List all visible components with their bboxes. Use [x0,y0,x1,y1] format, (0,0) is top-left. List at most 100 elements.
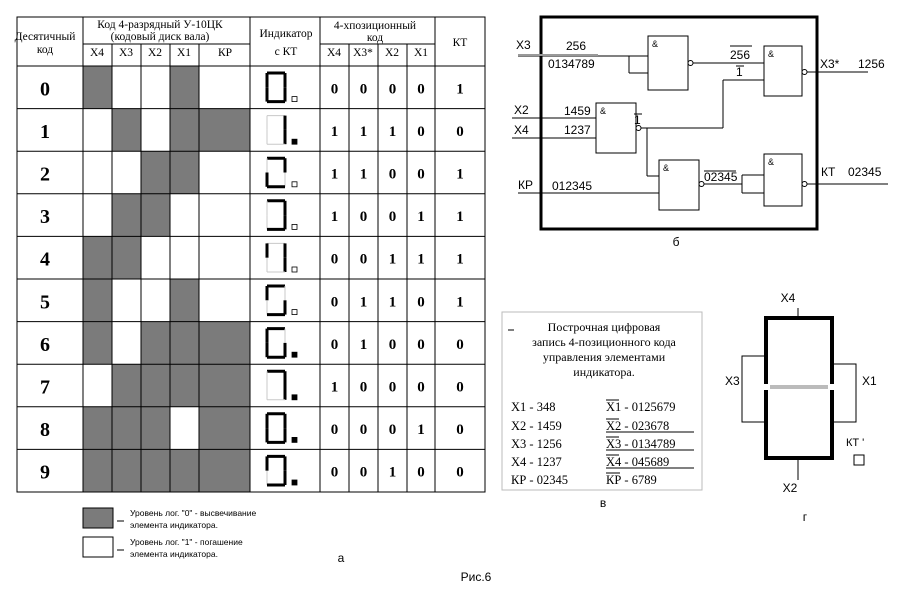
shaded-cell [199,449,250,492]
shaded-cell [141,321,170,365]
indicator-glyph [265,71,298,104]
wire-label-256: 256 [730,48,750,62]
caption-a: а [338,551,345,565]
legend-dark-swatch [82,507,114,529]
indicator-glyph [266,115,298,145]
pos-code-value: 0 [360,465,368,481]
pos-code-value: 0 [360,422,368,438]
shaded-cell [141,406,170,450]
pos-code-value: 0 [360,209,368,225]
header-pos-x4: X4 [327,47,341,59]
legend-dark-line-2: элемента индикатора. [130,520,218,530]
and-gate-3: & [658,159,705,211]
decimal-digit: 2 [40,164,50,186]
shaded-cell [83,279,112,322]
indicator-glyph [266,199,298,231]
logic-circuit: & & & & & X3 256 0134789 X2 1459 [512,15,888,231]
decimal-digit: 1 [40,121,50,143]
output-x3s-label: X3* [820,57,840,71]
indicator-glyph [265,156,298,189]
pos-code-value: 0 [417,124,425,140]
notation-title-2: запись 4-позиционного кода [532,335,676,349]
pos-code-value: 0 [331,294,339,310]
pos-code-value: 1 [360,294,368,310]
notation-right-item: X4 - 045689 [606,455,669,469]
kt-value: 0 [456,422,464,438]
header-code-x4: X4 [90,47,104,59]
pos-code-value: 1 [360,337,368,353]
pos-code-value: 1 [389,465,397,481]
kt-value: 1 [456,294,464,310]
shaded-cell [170,449,199,492]
gate-symbol: & [768,49,774,59]
pos-code-value: 0 [331,465,339,481]
shaded-cell [112,193,141,237]
notation-right: X1 - 0125679 X2 - 023678 X3 - 0134789 X4… [606,400,675,487]
kt-dot [291,266,298,273]
pos-code-value: 1 [389,252,397,268]
header-kt: КТ [453,37,468,49]
shaded-cell [83,406,112,450]
legend-light-swatch [82,536,114,558]
header-code-kr: КР [218,47,232,59]
header-pos-title-1: 4-хпозиционный [334,20,416,32]
output-kt-label: КТ [821,165,836,179]
gate-symbol: & [663,163,669,173]
legend-light-line-2: элемента индикатора. [130,549,218,559]
pos-code-value: 1 [331,380,339,396]
circuit-labels: X3 256 0134789 X2 1459 X4 1237 КР 012345… [514,38,885,193]
indicator-glyph [265,327,298,359]
header-decimal-2: код [37,44,53,56]
shaded-cell [170,364,199,407]
pos-code-value: 0 [417,465,425,481]
pos-code-value: 0 [417,167,425,183]
kt-value: 1 [456,252,464,268]
shaded-cell [199,364,250,407]
table-indicators [265,71,298,487]
kt-value: 0 [456,380,464,396]
x3-bus-marker [518,54,598,56]
notation-title-3: управления элементами [543,350,666,364]
header-code-title-1: Код 4-разрядный У-10ЦК [97,19,223,31]
header-code-x1: X1 [177,47,191,59]
notation-right-item: X2 - 023678 [606,419,669,433]
decimal-digit: 8 [40,419,50,441]
pos-code-value: 0 [360,252,368,268]
pos-code-value: 1 [417,252,425,268]
output-x3s-value: 1256 [858,57,885,71]
decimal-digit: 9 [40,462,50,484]
header-code-x3: X3 [119,47,133,59]
header-code-x2: X2 [148,47,162,59]
input-kr-label: КР [518,178,533,192]
notation-title-4: индикатора. [573,365,634,379]
header-pos-x3s: X3* [353,47,373,59]
kt-value: 0 [456,124,464,140]
notation-title-1: Построчная цифровая [548,320,661,334]
segment-label-x1: X1 [862,374,877,388]
pos-code-value: 0 [389,167,397,183]
input-x2-label: X2 [514,103,529,117]
caption-g: г [803,510,808,524]
segment-label-kt: КТ ' [846,437,864,449]
table-legend: Уровень лог. "0" - высвечивание элемента… [82,507,256,559]
circuit-overbars [634,45,752,172]
input-x4-sub: 1237 [564,123,591,137]
table-grid [16,16,486,493]
and-gate-2: & [595,102,642,154]
header-pos-x1: X1 [414,47,428,59]
and-gate-4: & [763,45,808,97]
segment-label-x3: X3 [725,374,740,388]
decimal-digit: 4 [40,249,50,271]
pos-code-value: 1 [331,124,339,140]
segment-strokes [764,316,834,460]
kt-dot [291,96,298,102]
gate-symbol: & [768,157,774,167]
shaded-cell [83,236,112,279]
legend-dark-line-1: Уровень лог. "0" - высвечивание [130,508,256,518]
pos-code-value: 0 [389,422,397,438]
figure-caption: Рис.6 [461,570,492,584]
kt-value: 0 [456,337,464,353]
shaded-cell [141,449,170,492]
